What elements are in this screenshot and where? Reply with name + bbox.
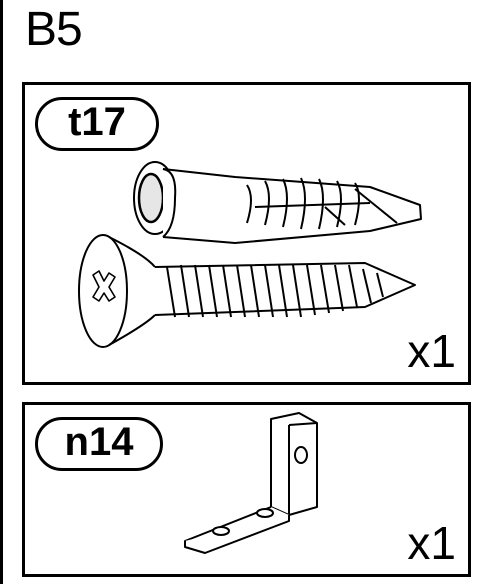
part-code-badge: n14	[35, 417, 163, 471]
quantity-label: x1	[407, 517, 456, 569]
l-bracket-icon	[184, 412, 318, 554]
part-code-badge: t17	[35, 97, 159, 151]
left-border-line	[0, 0, 3, 584]
wall-plug-and-screw-icon	[78, 161, 422, 348]
quantity-label: x1	[407, 325, 456, 377]
part-panel-t17: t17	[22, 82, 471, 385]
part-panel-n14: n14 x1	[22, 402, 471, 577]
step-label: B5	[25, 3, 83, 56]
